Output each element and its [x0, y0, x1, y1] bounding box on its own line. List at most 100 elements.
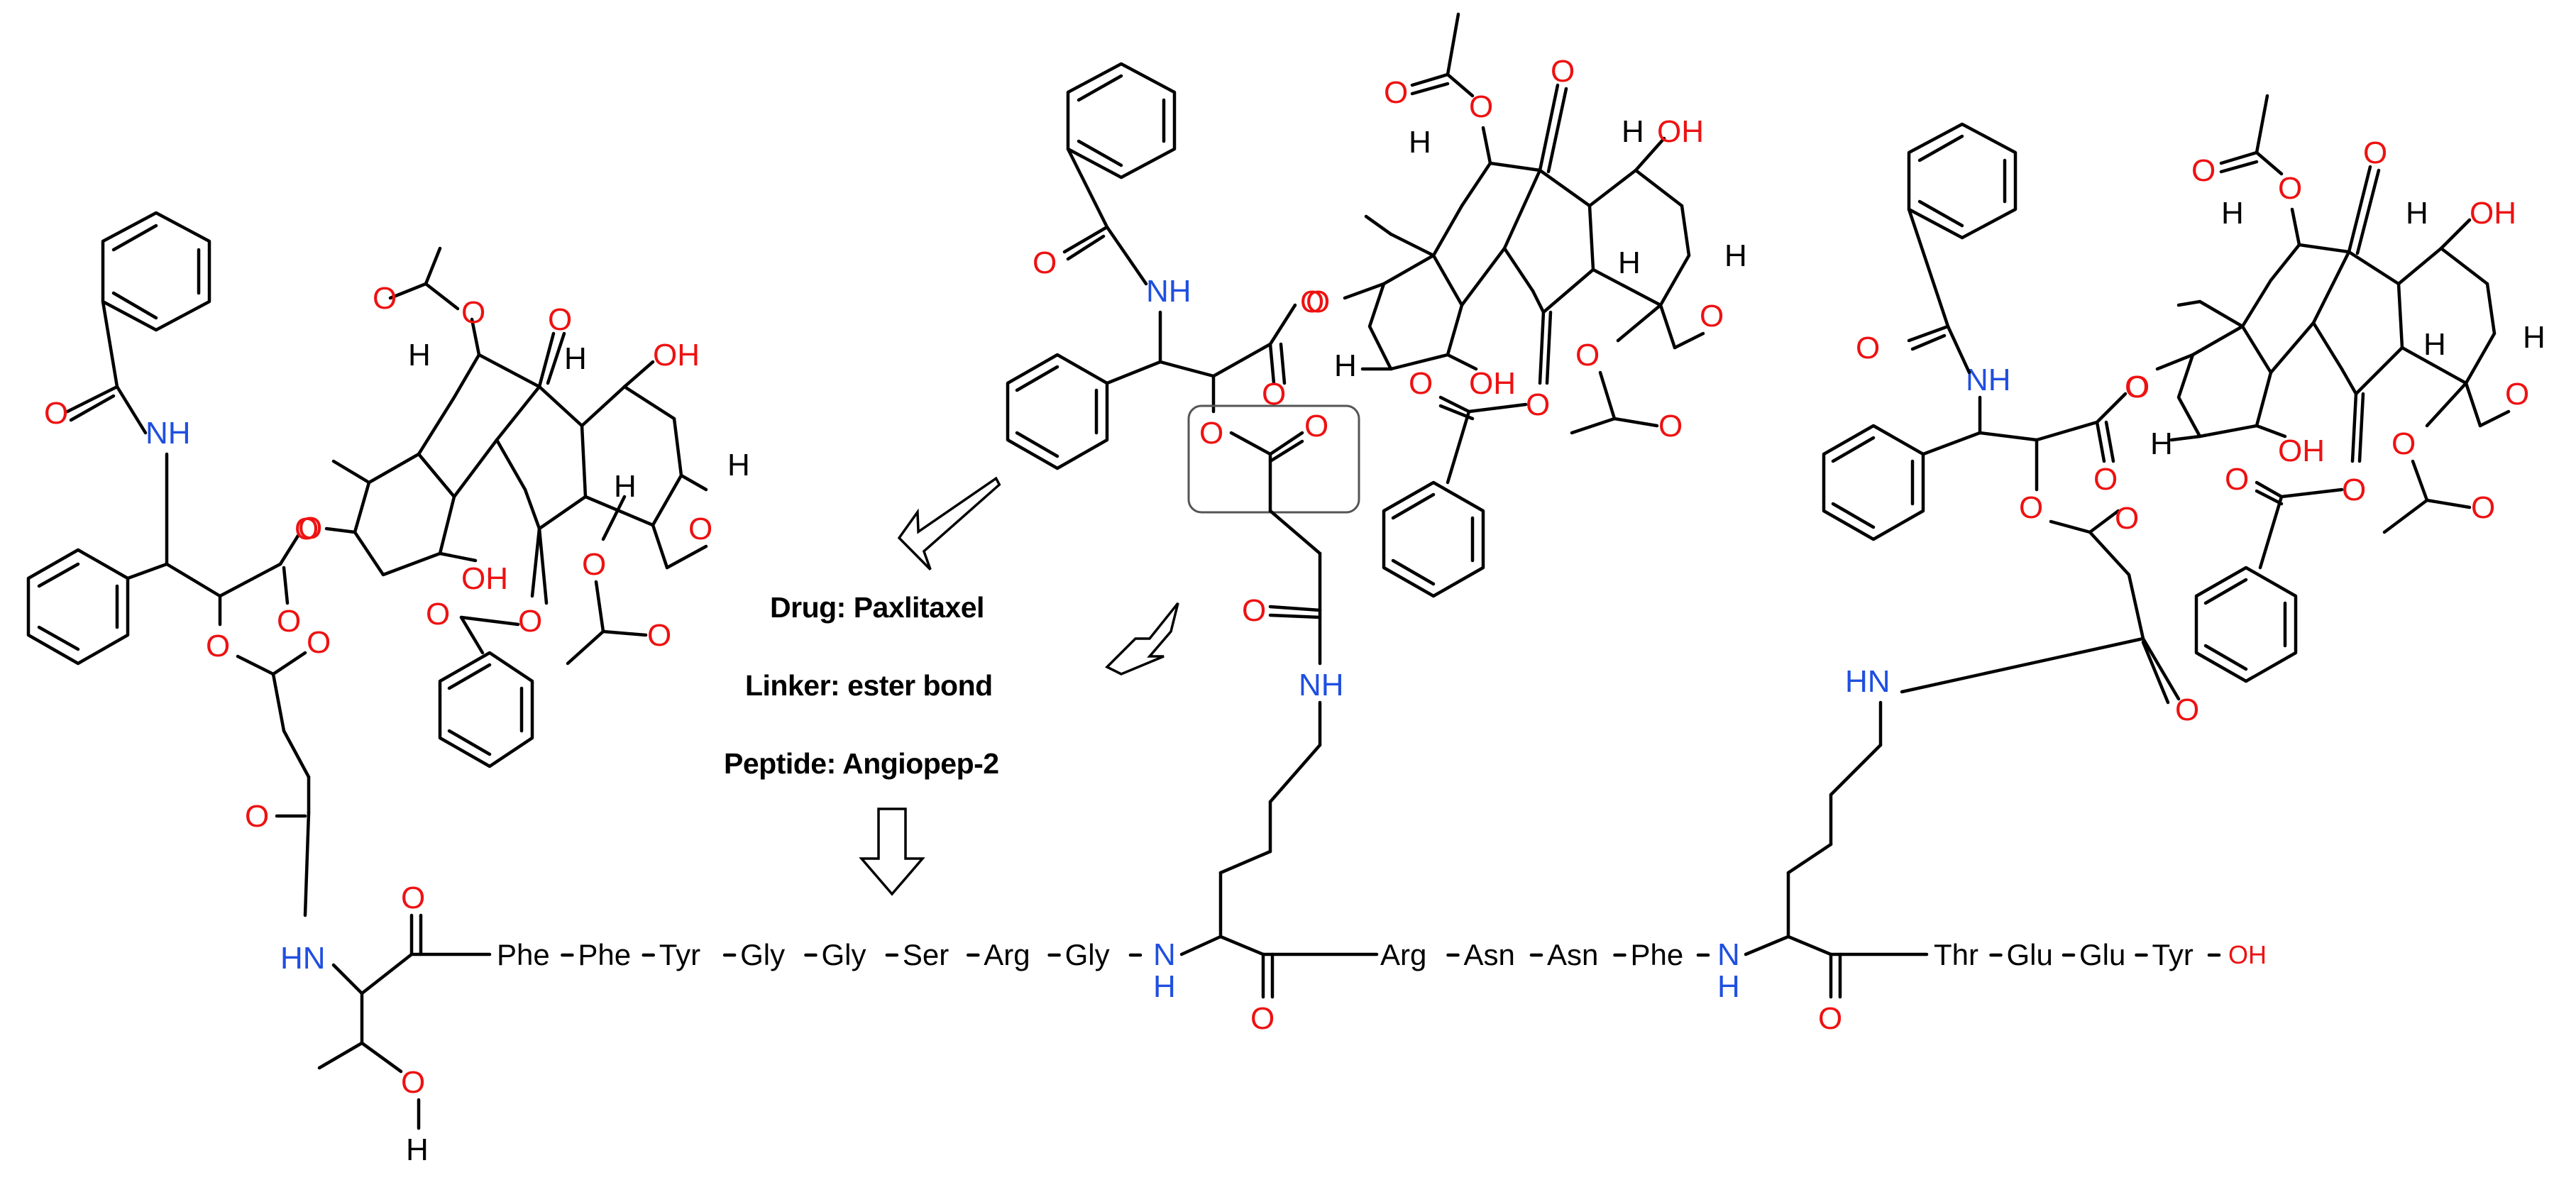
- atom-hn: HN: [1845, 664, 1890, 699]
- arrow-to-drug: [897, 476, 1001, 570]
- atom-o: O: [1818, 1001, 1842, 1036]
- atom-o: O: [2363, 136, 2387, 170]
- benzoate-ring: [438, 651, 534, 768]
- atom-oh: OH: [2278, 434, 2325, 468]
- paclitaxel-left: O NH O O O O O O H O: [26, 211, 750, 917]
- atom-o: O: [2019, 490, 2043, 525]
- atom-o: O: [277, 604, 301, 639]
- residue-phe: Phe: [578, 938, 631, 971]
- paclitaxel-right: O NH O O O O O HN O H: [1786, 94, 2545, 939]
- atom-h: H: [1717, 969, 1740, 1004]
- atom-h: H: [1153, 969, 1176, 1004]
- atom-nh: NH: [145, 416, 191, 451]
- phenyl-ring: [1822, 424, 1925, 541]
- phenyl-ring: [26, 548, 130, 666]
- atom-h: H: [1409, 125, 1431, 160]
- atom-o: O: [2175, 693, 2199, 727]
- core-ring-a: [1367, 253, 1464, 371]
- atom-o: O: [461, 295, 485, 330]
- linker-label: Linker: ester bond: [745, 669, 993, 702]
- atom-o: O: [2278, 171, 2302, 206]
- atom-h: H: [1622, 114, 1644, 149]
- atom-o: O: [1242, 593, 1266, 628]
- atom-o: O: [1304, 409, 1328, 443]
- residue-gly: Gly: [822, 938, 866, 971]
- residue-asn: Asn: [1547, 938, 1598, 971]
- benzoate-ring: [2194, 566, 2298, 683]
- atom-o: O: [1306, 285, 1330, 319]
- atom-o: O: [2391, 426, 2416, 461]
- residue-glu: Glu: [2079, 938, 2125, 971]
- drug-label: Drug: Paxlitaxel: [770, 591, 984, 624]
- atom-o: O: [206, 629, 230, 663]
- phenyl-ring: [1006, 353, 1109, 470]
- atom-oh: OH: [1469, 366, 1516, 401]
- benzene-ring: [1907, 122, 2018, 240]
- peptide-label: Peptide: Angiopep-2: [724, 747, 999, 780]
- atom-o: O: [2505, 377, 2529, 412]
- atom-o: O: [688, 512, 712, 546]
- residue-ser: Ser: [903, 938, 949, 971]
- atom-h: H: [1724, 238, 1747, 273]
- atom-o: O: [2225, 462, 2249, 497]
- atom-o: O: [518, 604, 542, 639]
- atom-oh: OH: [2470, 196, 2516, 231]
- residue-tyr: Tyr: [659, 938, 700, 971]
- atom-o: O: [1033, 246, 1057, 280]
- atom-o: O: [245, 799, 269, 834]
- residue-tyr: Tyr: [2152, 938, 2194, 971]
- atom-o: O: [2125, 370, 2150, 404]
- residue-arg: Arg: [1380, 938, 1426, 971]
- atom-o: O: [1575, 338, 1600, 373]
- atom-o: O: [2342, 473, 2366, 507]
- atom-o: O: [2191, 153, 2216, 188]
- atom-h: H: [564, 341, 587, 376]
- atom-h: H: [408, 338, 431, 373]
- atom-o: O: [1551, 54, 1575, 89]
- atom-h: H: [1334, 348, 1357, 383]
- atom-o: O: [2471, 490, 2495, 525]
- atom-h: H: [2423, 327, 2446, 362]
- atom-oh: OH: [653, 338, 700, 373]
- atom-o: O: [548, 302, 572, 337]
- atom-o: O: [295, 512, 319, 546]
- atom-o: O: [44, 396, 68, 431]
- atom-n: N: [1717, 937, 1740, 972]
- atom-o: O: [426, 597, 450, 632]
- atom-h: H: [2221, 196, 2244, 231]
- atom-o: O: [298, 511, 322, 546]
- atom-o: O: [1700, 299, 1724, 333]
- arrow-to-peptide: [859, 807, 925, 896]
- atom-o: O: [401, 1065, 425, 1100]
- atom-o: O: [401, 881, 425, 915]
- atom-h: H: [1618, 246, 1641, 280]
- atom-o: O: [647, 618, 671, 653]
- residue-phe: Phe: [497, 938, 550, 971]
- arrow-to-linker: [1105, 602, 1179, 676]
- atom-nh: NH: [1966, 363, 2011, 397]
- atom-o: O: [1409, 366, 1433, 401]
- atom-o: O: [307, 625, 331, 660]
- benzene-ring: [101, 211, 211, 332]
- residue-asn: Asn: [1464, 938, 1515, 971]
- residue-arg: Arg: [984, 938, 1030, 971]
- atom-o: O: [1526, 387, 1550, 422]
- annotations: Drug: Paxlitaxel Linker: ester bond Pept…: [724, 476, 1179, 896]
- residue-glu: Glu: [2007, 938, 2053, 971]
- residue-gly: Gly: [1065, 938, 1110, 971]
- atom-h: H: [2406, 196, 2428, 231]
- residue-gly: Gly: [740, 938, 785, 971]
- atom-nh: NH: [1146, 274, 1191, 309]
- atom-o: O: [1300, 285, 1324, 319]
- atom-h: H: [2523, 320, 2545, 355]
- atom-o: O: [1384, 75, 1408, 110]
- atom-o: O: [2125, 370, 2149, 404]
- atom-o: O: [2115, 501, 2139, 536]
- benzoate-ring: [1382, 480, 1485, 598]
- core-ring-a: [353, 452, 456, 577]
- atom-oh: OH: [1657, 114, 1704, 149]
